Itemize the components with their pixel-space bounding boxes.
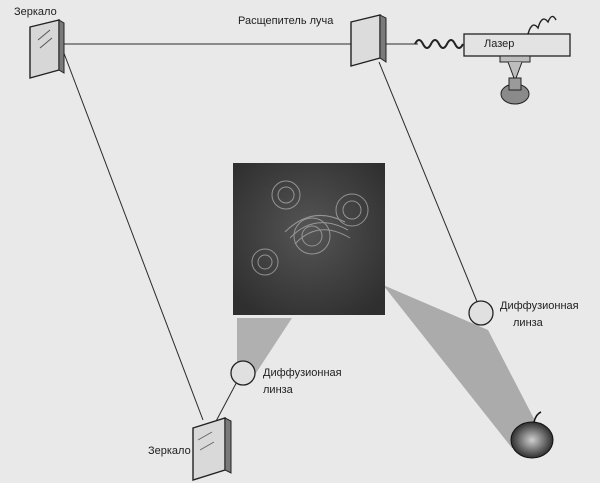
holographic-plate [233,163,385,315]
beam-mirror-to-lower-mirror [61,47,204,421]
laser-label: Лазер [484,38,515,50]
lens-icon-left [230,360,256,386]
mirror-icon-top [29,19,65,79]
laser-icon [414,15,571,105]
lens-icon-right [468,300,494,326]
beam-splitter-to-lens [378,61,479,305]
lens-left-label-line2: линза [263,384,293,396]
object-icon [510,411,554,459]
beam-cone-reference [237,318,292,378]
lens-left-label-line1: Диффузионная [263,367,342,379]
mirror-icon-bottom [192,417,232,481]
beam-splitter-icon [350,14,387,67]
mirror-bottom-label: Зеркало [148,445,191,457]
mirror-top-label: Зеркало [14,6,57,18]
lens-right-label-line2: линза [513,317,543,329]
beam-lower-mirror-to-lens [213,375,241,426]
beam-splitter-label: Расщепитель луча [238,15,334,27]
lens-right-label-line1: Диффузионная [500,300,579,312]
beam-cone-object [383,285,545,448]
